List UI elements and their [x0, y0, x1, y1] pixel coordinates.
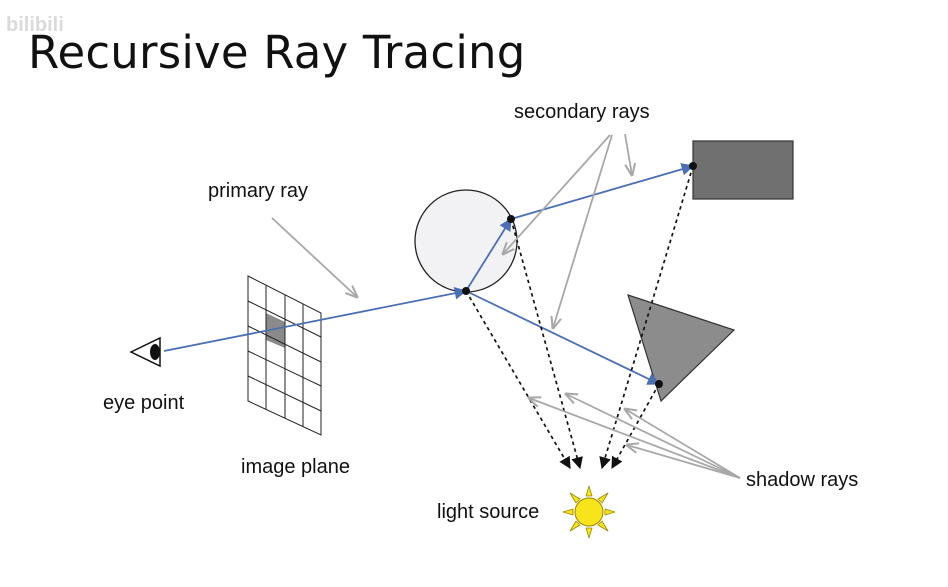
- image-plane: [247, 275, 322, 436]
- secondary-rays-label: secondary rays: [514, 101, 650, 123]
- sun-icon: [562, 485, 616, 539]
- eye-icon: [129, 336, 161, 368]
- eye-point-label: eye point: [103, 392, 185, 414]
- primary-ray-label: primary ray: [208, 180, 309, 202]
- page-title: Recursive Ray Tracing: [28, 26, 526, 79]
- shadow-rays-label: shadow rays: [746, 469, 859, 491]
- sphere: [414, 189, 518, 293]
- shadow-ray-lines: [465, 165, 694, 470]
- primary-ray: [163, 287, 468, 352]
- annotation-arrows: [271, 133, 741, 479]
- image-plane-label: image plane: [241, 456, 350, 478]
- triangle-object: [627, 294, 736, 403]
- rectangle-object: [692, 140, 794, 200]
- watermark: bilibili: [6, 14, 64, 36]
- light-source-label: light source: [437, 501, 540, 523]
- highlighted-pixel: [266, 313, 285, 348]
